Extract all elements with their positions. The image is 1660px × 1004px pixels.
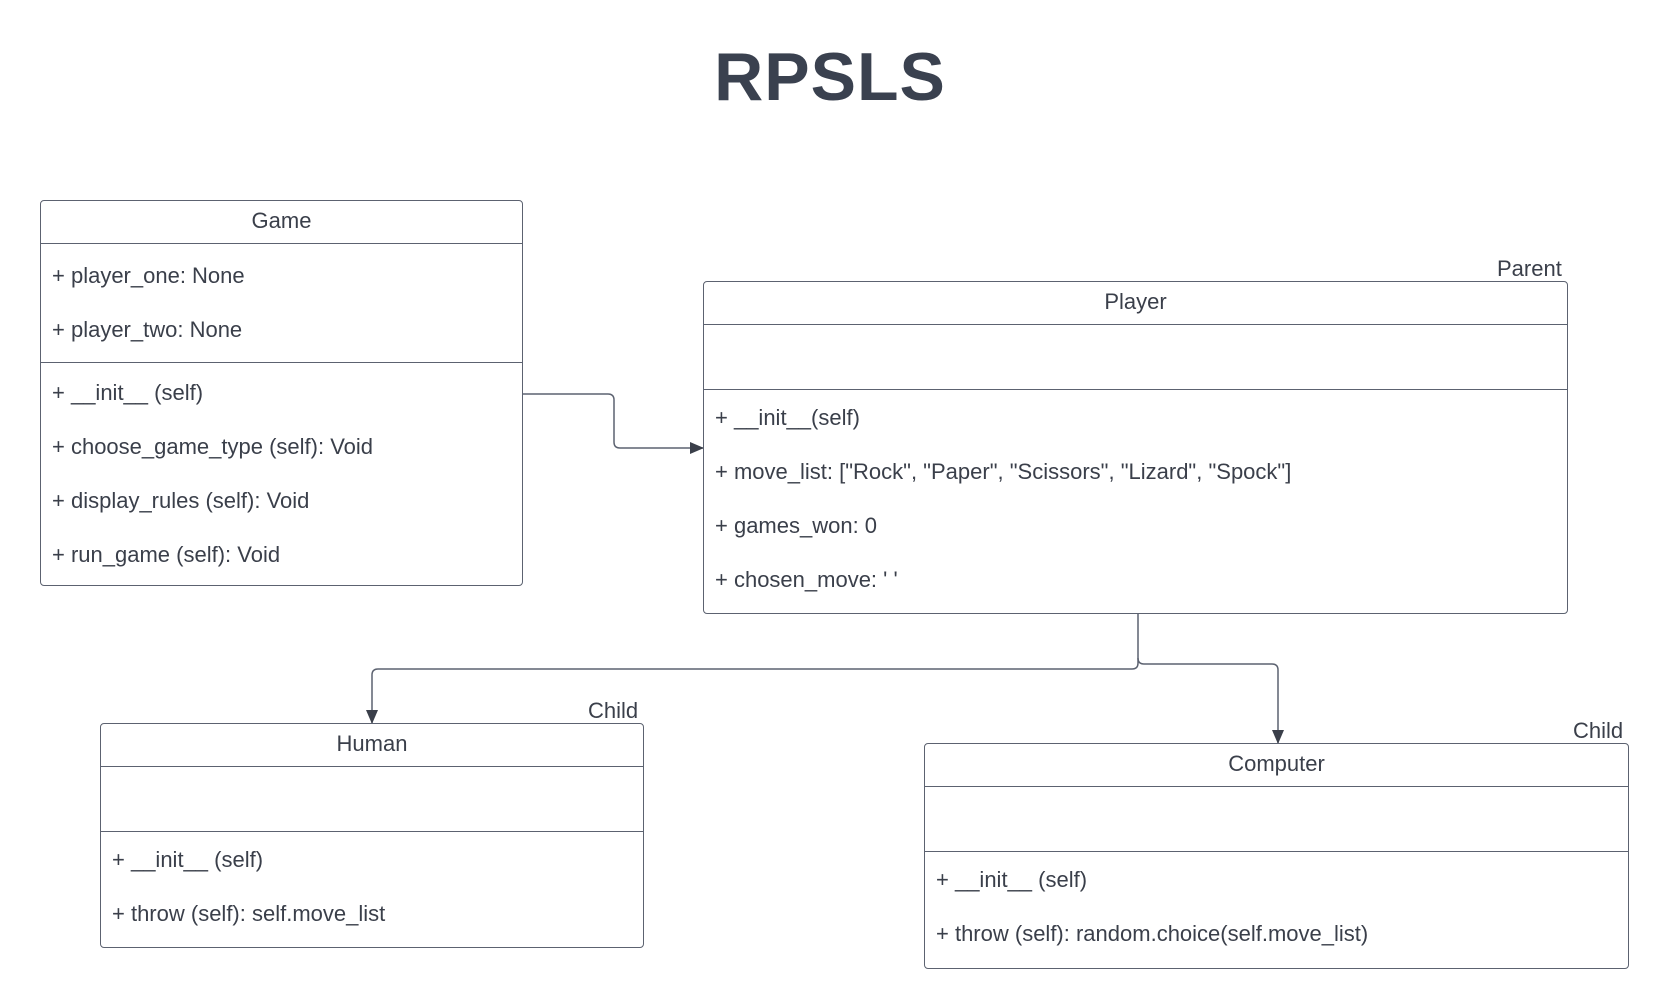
class-player-methods: + __init__(self) + move_list: ["Rock", "… — [704, 390, 1567, 607]
class-human-methods: + __init__ (self) + throw (self): self.m… — [101, 832, 643, 941]
method-row: + run_game (self): Void — [52, 542, 281, 567]
game-to-player-arrow — [523, 393, 704, 454]
method-row: + display_rules (self): Void — [52, 488, 310, 513]
class-game-name: Game — [41, 201, 522, 244]
method-row: + games_won: 0 — [715, 513, 878, 538]
computer-stereotype-label: Child — [1573, 718, 1624, 743]
human-stereotype-label: Child — [588, 698, 639, 723]
class-player-name: Player — [704, 282, 1567, 325]
class-game-methods: + __init__ (self) + choose_game_type (se… — [41, 363, 522, 582]
player-to-human-arrow — [366, 614, 1139, 724]
method-row: + chosen_move: ' ' — [715, 567, 898, 592]
class-game-attributes: + player_one: None + player_two: None — [41, 244, 522, 363]
class-human[interactable]: Human + __init__ (self) + throw (self): … — [100, 723, 644, 948]
class-computer-attributes — [925, 787, 1628, 852]
diagram-title: RPSLS — [714, 39, 946, 115]
method-row: + throw (self): self.move_list — [112, 901, 386, 926]
class-game[interactable]: Game + player_one: None + player_two: No… — [40, 200, 523, 586]
class-computer-name: Computer — [925, 744, 1628, 787]
method-row: + __init__ (self) — [112, 847, 264, 872]
class-computer[interactable]: Computer + __init__ (self) + throw (self… — [924, 743, 1629, 969]
method-row: + choose_game_type (self): Void — [52, 434, 374, 459]
class-computer-methods: + __init__ (self) + throw (self): random… — [925, 852, 1628, 961]
attribute-row: + player_one: None — [52, 263, 245, 288]
class-player[interactable]: Player + __init__(self) + move_list: ["R… — [703, 281, 1568, 614]
attribute-row: + player_two: None — [52, 317, 243, 342]
player-to-computer-arrow — [1137, 657, 1284, 744]
method-row: + move_list: ["Rock", "Paper", "Scissors… — [715, 459, 1292, 484]
method-row: + throw (self): random.choice(self.move_… — [936, 921, 1369, 946]
method-row: + __init__ (self) — [936, 867, 1088, 892]
method-row: + __init__ (self) — [52, 380, 204, 405]
player-stereotype-label: Parent — [1497, 256, 1562, 281]
class-human-attributes — [101, 767, 643, 832]
method-row: + __init__(self) — [715, 405, 860, 430]
class-human-name: Human — [101, 724, 643, 767]
class-player-attributes — [704, 325, 1567, 390]
